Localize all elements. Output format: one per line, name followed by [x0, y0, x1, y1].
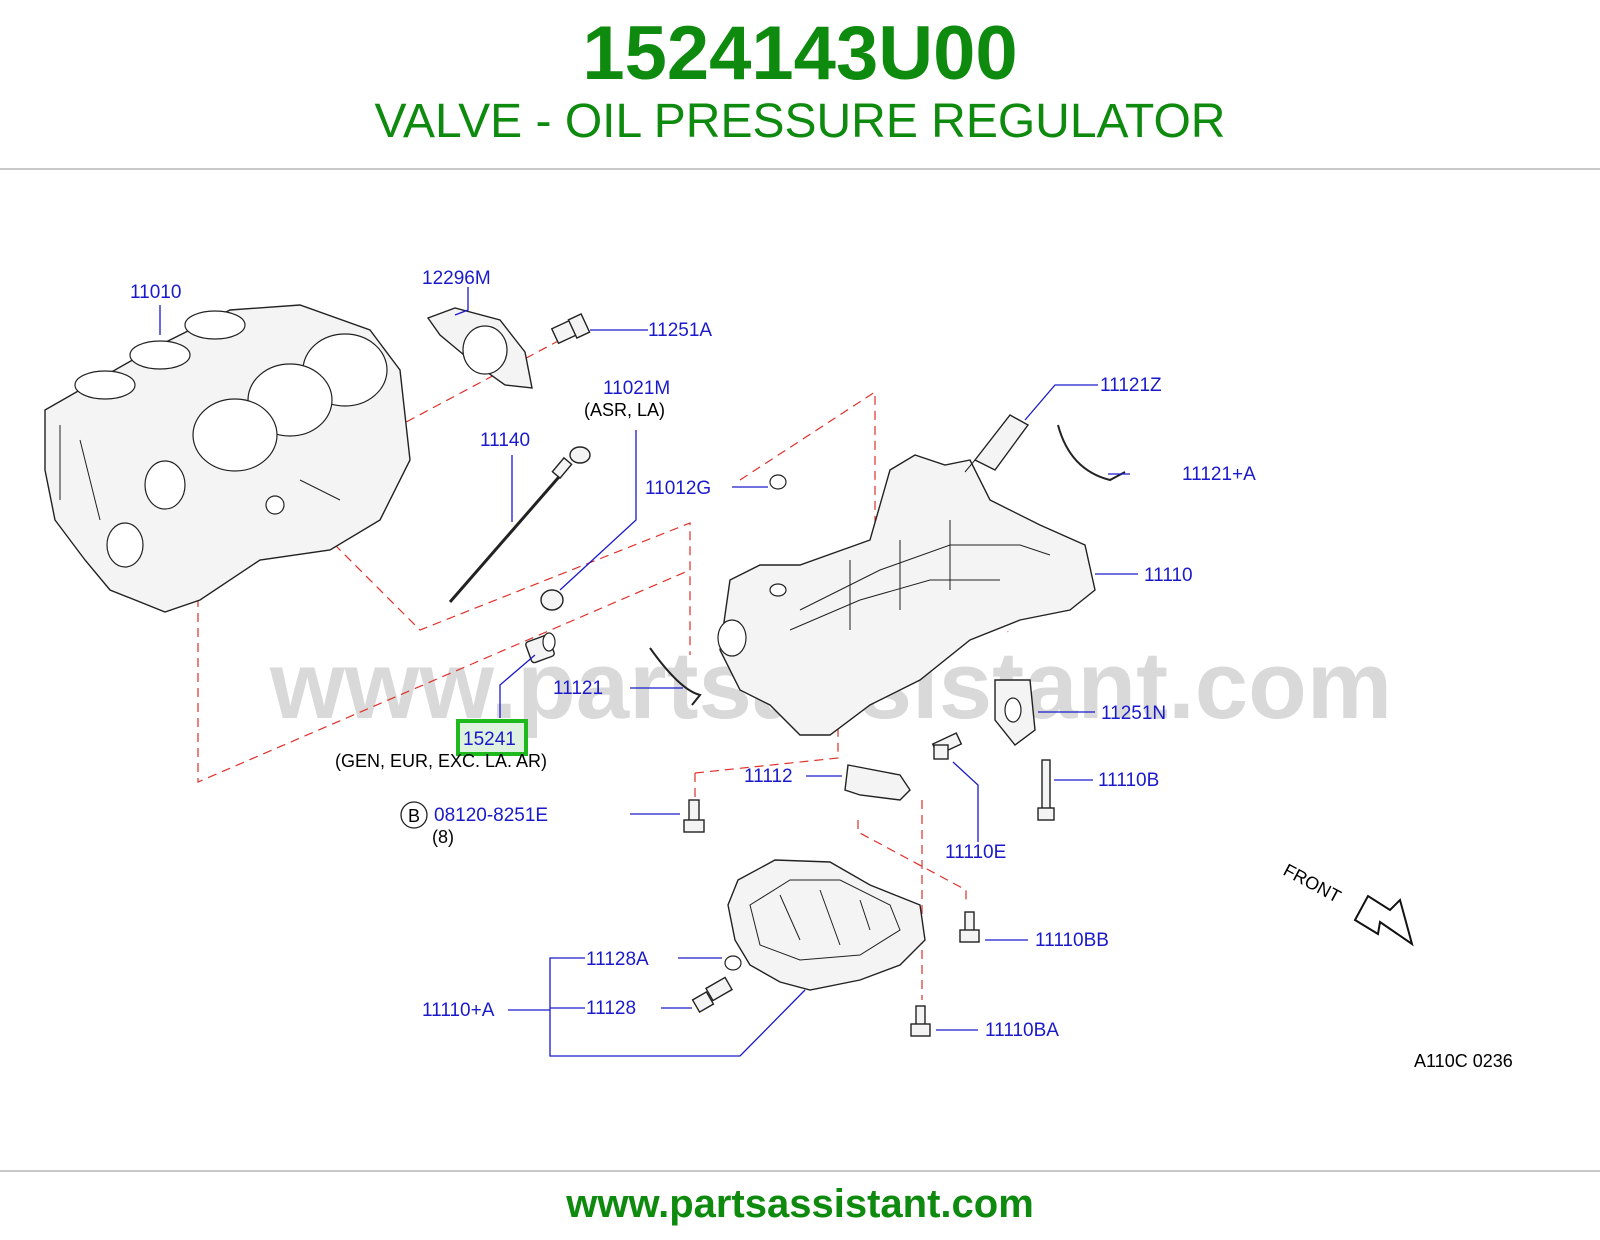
- label-11110bb[interactable]: 11110BB: [1035, 930, 1109, 951]
- label-11121a[interactable]: 11121+A: [1182, 464, 1256, 485]
- o-ring-11012g-part: [769, 474, 787, 490]
- front-direction-indicator: FRONT: [1280, 860, 1414, 947]
- parts-diagram-svg: www.partsassistant.com: [44, 268, 1513, 1071]
- lower-oil-pan-part: [727, 859, 926, 991]
- label-11121[interactable]: 11121: [553, 678, 603, 699]
- header-divider: [0, 168, 1600, 170]
- label-11012g[interactable]: 11012G: [645, 478, 711, 499]
- diagram-reference-code: A110C 0236: [1414, 1051, 1513, 1071]
- label-11112[interactable]: 11112: [744, 766, 793, 787]
- label-11110a[interactable]: 11110+A: [422, 1000, 495, 1021]
- bracket-11251n-part: [994, 679, 1036, 746]
- drain-plug-part: [691, 976, 733, 1014]
- leader-lines: [159, 287, 1138, 1057]
- engine-block-part: [44, 304, 411, 613]
- note-15241: (GEN, EUR, EXC. LA. AR): [335, 751, 547, 771]
- baffle-11112-part: [844, 764, 911, 801]
- label-11128[interactable]: 11128: [586, 998, 636, 1019]
- label-11121z[interactable]: 11121Z: [1100, 375, 1162, 396]
- label-11110[interactable]: 11110: [1144, 565, 1193, 586]
- front-arrow-icon: [1353, 894, 1414, 947]
- dipstick-part: [448, 446, 591, 603]
- part-name-subtitle: VALVE - OIL PRESSURE REGULATOR: [374, 95, 1226, 148]
- gasket-11121-part: [649, 647, 702, 706]
- washer-11128a-part: [724, 955, 742, 971]
- label-15241[interactable]: 15241: [463, 729, 516, 750]
- label-11110ba[interactable]: 11110BA: [985, 1020, 1059, 1041]
- label-08120-8251e[interactable]: 08120-8251E: [434, 805, 548, 826]
- label-11140[interactable]: 11140: [480, 430, 530, 451]
- bolt-11110e-part: [931, 732, 963, 760]
- part-number-title: 1524143U00: [582, 11, 1018, 96]
- bolt-08120-part: [683, 799, 705, 833]
- bolt-11110b-part: [1037, 759, 1055, 821]
- plug-11021m-part: [540, 589, 564, 611]
- bolt-11110ba-part: [910, 1005, 931, 1037]
- label-11021m[interactable]: 11021M: [603, 378, 670, 399]
- seal-retainer-part: [426, 307, 533, 389]
- front-label: FRONT: [1280, 860, 1344, 907]
- badge-letter: B: [408, 806, 420, 826]
- header: 1524143U00 VALVE - OIL PRESSURE REGULATO…: [0, 0, 1600, 168]
- bolt-11110bb-part: [959, 911, 980, 943]
- qty-08120-8251e: (8): [432, 827, 454, 847]
- label-11110e[interactable]: 11110E: [945, 842, 1006, 863]
- oil-pressure-regulator-valve-part: [525, 632, 556, 664]
- upper-oil-pan-part: [717, 454, 1096, 736]
- label-11251a[interactable]: 11251A: [648, 320, 712, 341]
- label-11110b[interactable]: 11110B: [1098, 770, 1159, 791]
- note-11021m: (ASR, LA): [584, 400, 665, 420]
- highlight-box-15241: [456, 719, 528, 756]
- sealant-tube-part: [964, 414, 1030, 473]
- parts-diagram: www.partsassistant.com: [0, 170, 1600, 1170]
- bolt-callout-badge: B: [400, 801, 428, 829]
- label-11251n[interactable]: 11251N: [1101, 703, 1166, 724]
- footer-url[interactable]: www.partsassistant.com: [566, 1182, 1034, 1226]
- label-11010[interactable]: 11010: [130, 282, 181, 303]
- bolt-11251a-part: [550, 313, 591, 345]
- gasket-11121a-part: [1057, 424, 1126, 482]
- assembly-dashed-lines: [197, 339, 1009, 1000]
- label-11128a[interactable]: 11128A: [586, 949, 649, 970]
- footer-divider: [0, 1170, 1600, 1172]
- label-12296m[interactable]: 12296M: [422, 268, 491, 289]
